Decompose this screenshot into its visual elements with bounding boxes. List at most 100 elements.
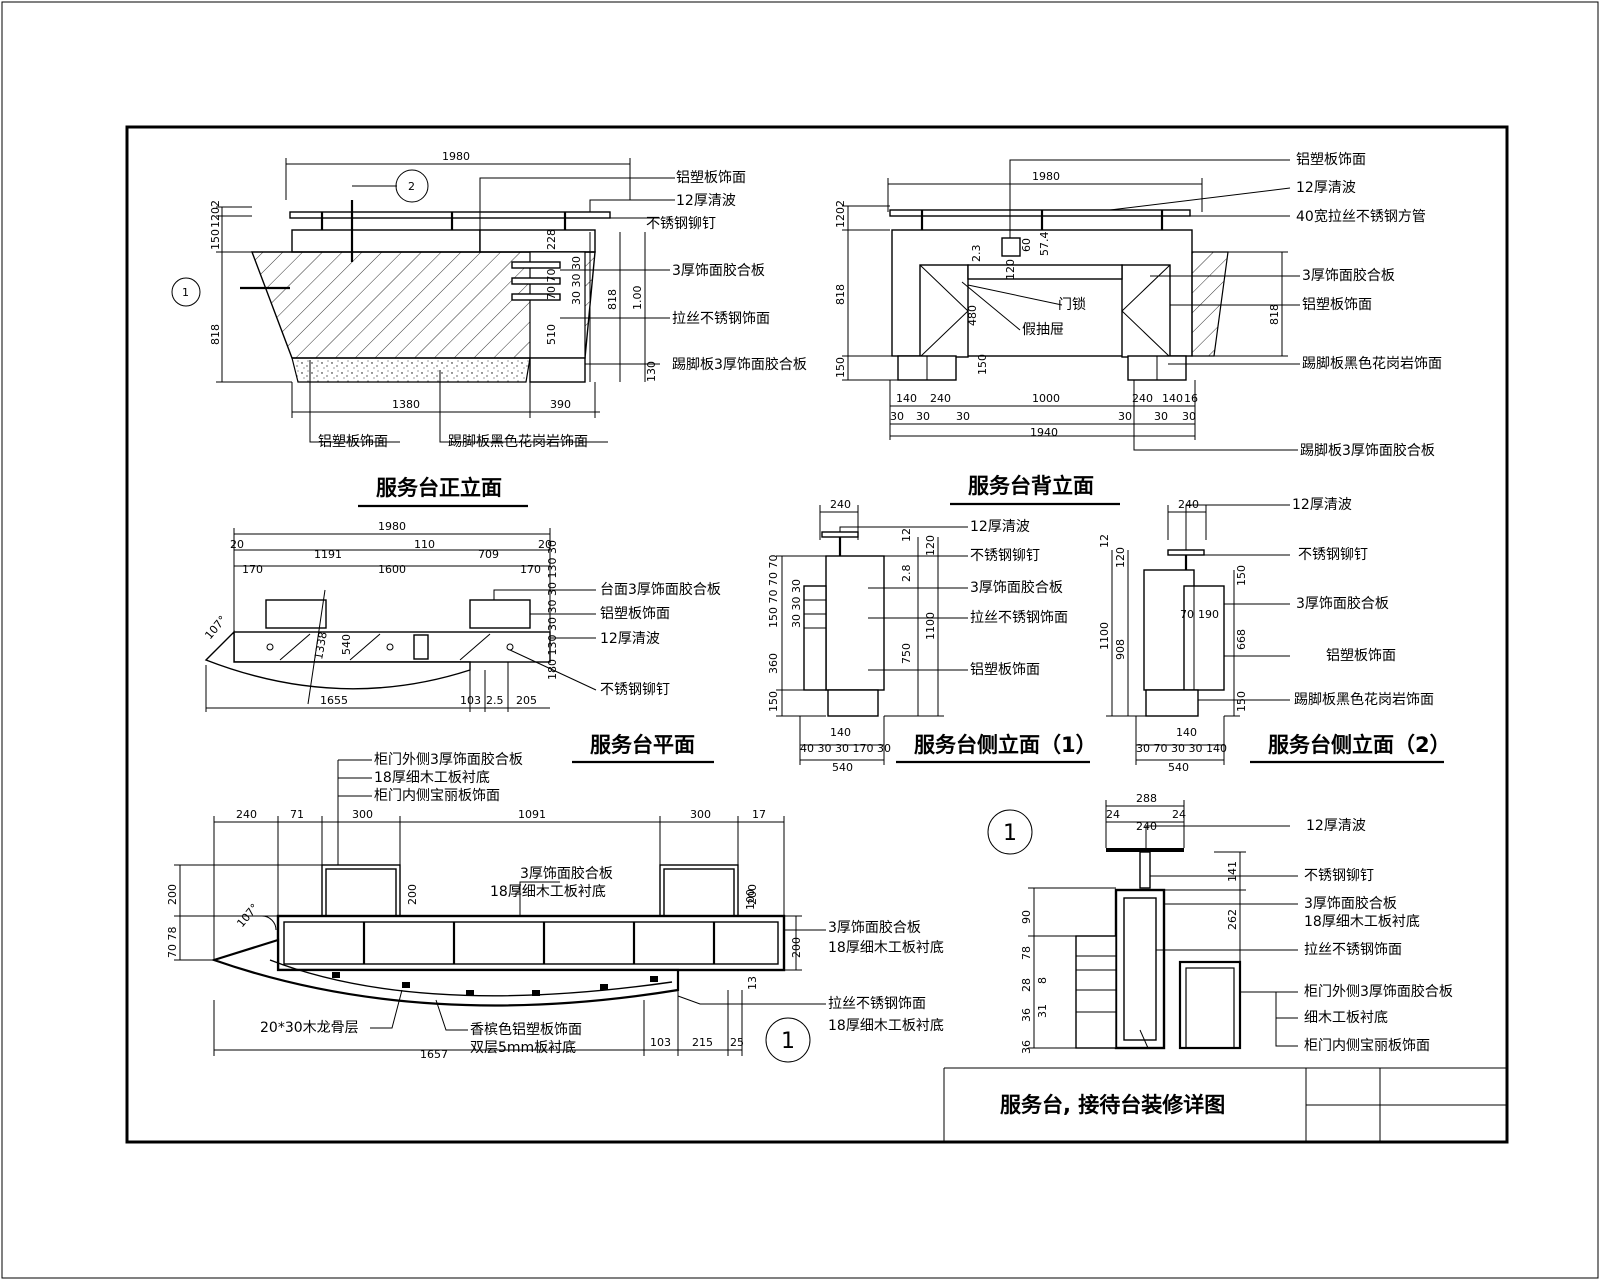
back-dim-150-left: 150: [834, 357, 847, 378]
side2-dim-190: 190: [1198, 608, 1219, 621]
section-note-plywood-mid: 3厚饰面胶合板: [520, 865, 613, 882]
side-elevation-2: 240 12 120 1100 908 70 190 150 668 150 1…: [1098, 497, 1451, 774]
front-dim-top-width: 1980: [442, 150, 470, 163]
section-dim-300-a: 300: [352, 808, 373, 821]
side1-title: 服务台侧立面（1）: [914, 733, 1097, 757]
back-dim-140-a: 140: [896, 392, 917, 405]
back-dim-818-left: 818: [834, 284, 847, 305]
detail-note-steel: 拉丝不锈钢饰面: [1304, 942, 1402, 958]
section-dim-70-78: 70 78: [166, 927, 179, 959]
back-dim-140-b: 140: [1162, 392, 1183, 405]
front-dim-510: 510: [545, 324, 558, 345]
back-dim-240-b: 240: [1132, 392, 1153, 405]
side1-dim-1100: 1100: [924, 612, 937, 640]
detail-note-plywood: 3厚饰面胶合板: [1304, 895, 1397, 912]
front-dim-150: 150: [209, 229, 222, 250]
side1-dim-12: 12: [900, 528, 913, 542]
side1-note-aluminum: 铝塑板饰面: [970, 662, 1040, 678]
plan-dim-709: 709: [478, 548, 499, 561]
plan-dim-205: 205: [516, 694, 537, 707]
section-dim-103: 103: [650, 1036, 671, 1049]
plan-section: 柜门外侧3厚饰面胶合板 18厚细木工板衬底 柜门内侧宝丽板饰面 240 71 3…: [166, 751, 944, 1063]
back-dim-480: 480: [966, 305, 979, 326]
side1-dim-30s: 30 30 30: [790, 579, 803, 628]
plan-note-plywood: 台面3厚饰面胶合板: [600, 581, 721, 598]
front-dim-818-left: 818: [209, 324, 222, 345]
side2-dim-12: 12: [1098, 534, 1111, 548]
plan-angle: 107°: [202, 613, 229, 642]
back-note-plywood: 3厚饰面胶合板: [1302, 267, 1395, 284]
back-dim-1000: 1000: [1032, 392, 1060, 405]
plan-title: 服务台平面: [590, 733, 695, 757]
plan-dim-stack: 180 130 30 30 30 130 30: [546, 540, 559, 680]
back-note-kick-granite: 踢脚板黑色花岗岩饰面: [1302, 355, 1442, 372]
front-note-glass: 12厚清波: [676, 193, 736, 209]
back-note-false-drawer: 假抽屉: [1022, 322, 1064, 338]
plan-note-rivet: 不锈钢铆钉: [600, 682, 670, 698]
side-elevation-1: 240 150 70 70 70 30 30 30 360 150 12 120…: [767, 498, 1097, 774]
back-dim-top-width: 1980: [1032, 170, 1060, 183]
detail-marker-1: 1: [1003, 821, 1017, 846]
front-note-aluminum-top: 铝塑板饰面: [676, 170, 746, 186]
front-dim-1380: 1380: [392, 398, 420, 411]
side2-title: 服务台侧立面（2）: [1268, 733, 1451, 757]
front-elevation-title: 服务台正立面: [376, 476, 502, 500]
side1-dim-left-stack: 150 70 70 70: [767, 555, 780, 628]
detail-note-board-backing: 细木工板衬底: [1304, 1010, 1388, 1026]
back-dim-30-f: 30: [1182, 410, 1196, 423]
section-dim-71: 71: [290, 808, 304, 821]
plan-dim-170-a: 170: [242, 563, 263, 576]
side1-dim-540: 540: [832, 761, 853, 774]
side2-note-glass: 12厚清波: [1292, 497, 1352, 513]
side2-dim-70: 70: [1180, 608, 1194, 621]
back-note-kick-plywood: 踢脚板3厚饰面胶合板: [1300, 442, 1435, 459]
back-dim-30-c: 30: [956, 410, 970, 423]
front-note-plywood: 3厚饰面胶合板: [672, 262, 765, 279]
front-dim-100: 1.00: [631, 286, 644, 311]
front-note-steel: 拉丝不锈钢饰面: [672, 311, 770, 327]
plan-dim-20-b: 20: [538, 538, 552, 551]
section-note-board-a: 18厚细木工板衬底: [374, 770, 490, 786]
side2-dim-150-top: 150: [1235, 565, 1248, 586]
plan-dim-1191: 1191: [314, 548, 342, 561]
detail-dim-78: 78: [1020, 946, 1033, 960]
front-note-aluminum-bottom: 铝塑板饰面: [318, 434, 388, 450]
plan-view: 1980 20 1191 110 709 20 170 1600 170 107…: [202, 520, 721, 764]
back-dim-2-3: 2.3: [970, 245, 983, 263]
front-note-rivet: 不锈钢铆钉: [646, 216, 716, 232]
back-dim-30-b: 30: [916, 410, 930, 423]
plan-dim-1980: 1980: [378, 520, 406, 533]
section-note-double-board: 双层5mm板衬底: [470, 1040, 576, 1056]
side2-dim-668: 668: [1235, 629, 1248, 650]
side2-note-plywood: 3厚饰面胶合板: [1296, 595, 1389, 612]
side1-dim-150: 150: [767, 691, 780, 712]
plan-note-glass: 12厚清波: [600, 631, 660, 647]
side1-dim-140: 140: [830, 726, 851, 739]
section-dim-200-b: 200: [746, 884, 759, 905]
side1-dim-240: 240: [830, 498, 851, 511]
detail-note-board: 18厚细木工板衬底: [1304, 914, 1420, 930]
front-dim-390: 390: [550, 398, 571, 411]
drawing-frame: [125, 125, 1509, 1144]
side2-note-rivet: 不锈钢铆钉: [1298, 547, 1368, 563]
plan-note-aluminum: 铝塑板饰面: [600, 606, 670, 622]
detail-dim-288: 288: [1136, 792, 1157, 805]
section-note-steel: 拉丝不锈钢饰面: [828, 996, 926, 1012]
plan-dim-1338: 1338: [312, 631, 330, 661]
axis-marker-1: 1: [182, 286, 189, 299]
detail-dim-262: 262: [1226, 909, 1239, 930]
side2-dim-120: 120: [1114, 547, 1127, 568]
back-dim-60: 60: [1020, 238, 1033, 252]
section-marker-1: 1: [781, 1029, 795, 1054]
section-dim-200-a: 200: [406, 884, 419, 905]
back-dim-57-4: 57.4: [1038, 232, 1051, 257]
section-dim-200-left: 200: [166, 884, 179, 905]
back-dim-16: 16: [1184, 392, 1198, 405]
plan-dim-1600: 1600: [378, 563, 406, 576]
detail-dim-141: 141: [1226, 861, 1239, 882]
front-note-kick-plywood: 踢脚板3厚饰面胶合板: [672, 356, 807, 373]
detail-dim-28: 28: [1020, 978, 1033, 992]
section-note-board-right: 18厚细木工板衬底: [828, 940, 944, 956]
